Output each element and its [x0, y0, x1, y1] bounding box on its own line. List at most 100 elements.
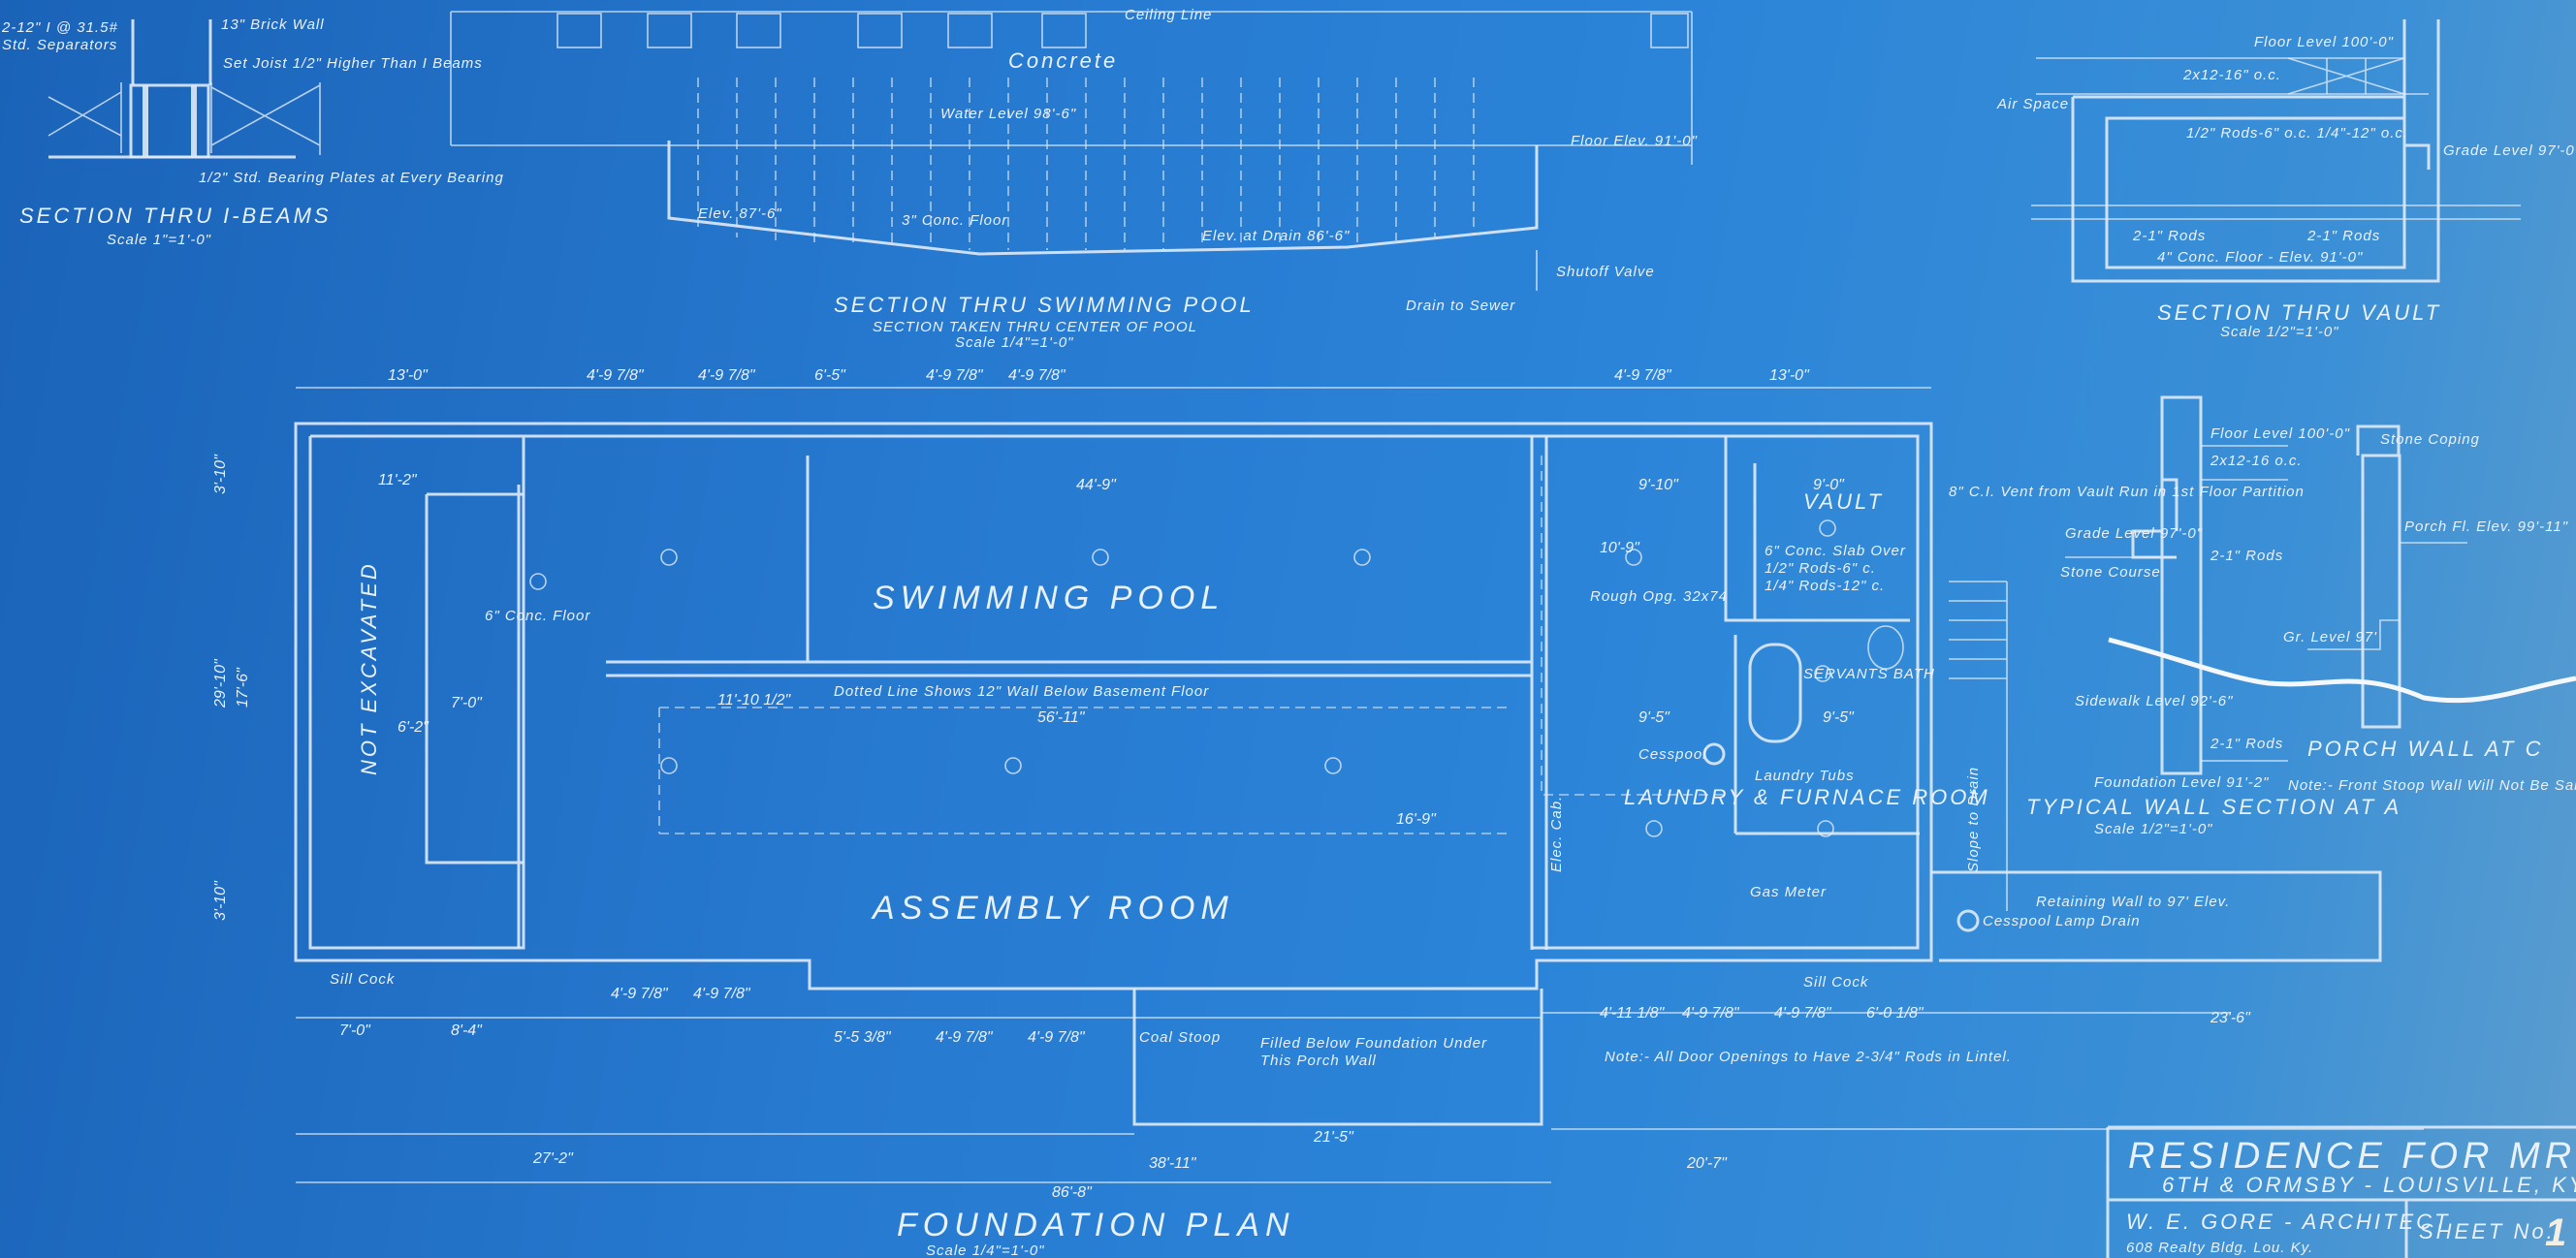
dimension-label: 4'-9 7/8": [698, 367, 756, 384]
dimension-label: 17'-6": [235, 667, 251, 708]
dimension-label: 9'-5": [1823, 709, 1855, 726]
vault-note: 2x12-16" o.c.: [2182, 67, 2281, 83]
plan-label: Gas Meter: [1750, 884, 1827, 900]
dimension-label: 4'-9 7/8": [1614, 367, 1672, 384]
room-label-servants-bath: SERVANTS BATH: [1803, 666, 1935, 682]
dimension-label: 56'-11": [1037, 709, 1086, 726]
porch-wall-title: PORCH WALL AT C: [2307, 737, 2543, 761]
vault-note: Floor Level 100'-0": [2254, 34, 2394, 50]
pool-section-title: SECTION THRU SWIMMING POOL: [834, 293, 1255, 317]
bottom-dimensions: 4'-9 7/8" 4'-9 7/8" 5'-5 3/8" 4'-9 7/8" …: [339, 986, 2251, 1201]
plan-note: Note:- All Door Openings to Have 2-3/4" …: [1605, 1049, 2012, 1065]
pool-section-scale: Scale 1/4"=1'-0": [955, 334, 1074, 351]
porch-note: Porch Fl. Elev. 99'-11": [2404, 519, 2568, 535]
dimension-label: 86'-8": [1052, 1184, 1093, 1201]
wall-note: 2-1" Rods: [2210, 736, 2283, 752]
porch-note: Note:- Front Stoop Wall Will Not Be Same…: [2288, 777, 2576, 794]
plan-label: Rough Opg. 32x74: [1590, 588, 1728, 605]
dimension-label: 3'-10": [212, 880, 229, 921]
dimension-label: 9'-0": [1813, 477, 1845, 493]
wall-note: Sidewalk Level 92'-6": [2075, 693, 2233, 709]
vault-section: Floor Level 100'-0" 2x12-16" o.c. Air Sp…: [1996, 19, 2576, 340]
architect-office: 608 Realty Bldg. Lou. Ky.: [2126, 1240, 2313, 1256]
ibeam-note: 2-12" I @ 31.5# Std. Separators: [2, 19, 118, 53]
ibeam-section-scale: Scale 1"=1'-0": [107, 232, 211, 248]
pool-note: Elev. 87'-6": [698, 205, 782, 222]
dimension-label: 4'-9 7/8": [1008, 367, 1066, 384]
dimension-label: 21'-5": [1313, 1129, 1354, 1146]
plan-label: 6" Conc. Floor: [485, 608, 590, 624]
plan-label: Sill Cock: [1803, 974, 1869, 991]
toilet-fixture: [1867, 625, 1904, 670]
dimension-label: 13'-0": [388, 367, 429, 384]
vault-section-scale: Scale 1/2"=1'-0": [2220, 324, 2339, 340]
ibeam-note: 13" Brick Wall: [221, 16, 325, 33]
project-address: 6TH & ORMSBY - LOUISVILLE, KY.: [2162, 1173, 2576, 1197]
dimension-label: 10'-9": [1600, 540, 1640, 556]
dimension-label: 16'-9": [1396, 811, 1437, 828]
cesspool-icon: [1702, 742, 1726, 766]
ibeam-note-wrap: 2-12" I @ 31.5# Std. Separators: [2, 19, 118, 53]
pool-note: Drain to Sewer: [1406, 298, 1515, 314]
cesspool-icon: [1956, 909, 1980, 932]
wall-note: 8" C.I. Vent from Vault Run in 1st Floor…: [1949, 484, 2305, 500]
architect-name: W. E. GORE - ARCHITECT: [2126, 1210, 2450, 1234]
dimension-label: 11'-2": [378, 472, 418, 488]
dimension-label: 8'-4": [451, 1022, 483, 1039]
pool-section: Ceiling Line Concrete Water Level 98'-6"…: [450, 7, 1698, 351]
dimension-label: 4'-9 7/8": [1774, 1005, 1832, 1022]
dimension-label: 4'-9 7/8": [926, 367, 984, 384]
dimension-label: 7'-0": [339, 1022, 371, 1039]
sheet-label: SHEET No.: [2419, 1219, 2556, 1243]
wall-note: Foundation Level 91'-2": [2094, 774, 2269, 791]
room-label-assembly-room: ASSEMBLY ROOM: [871, 890, 1234, 927]
wall-note: Floor Level 100'-0": [2210, 425, 2350, 442]
vault-note: 4" Conc. Floor - Elev. 91'-0": [2157, 249, 2363, 266]
dimension-label: 13'-0": [1769, 367, 1810, 384]
vault-note: Air Space: [1996, 96, 2069, 112]
room-label-laundry-furnace: LAUNDRY & FURNACE ROOM: [1624, 785, 1990, 809]
dimension-label: 4'-9 7/8": [1028, 1029, 1086, 1046]
plan-label: Filled Below Foundation Under This Porch…: [1260, 1035, 1488, 1069]
dimension-label: 4'-9 7/8": [587, 367, 645, 384]
dimension-label: 4'-9 7/8": [693, 986, 751, 1002]
vault-note: 2-1" Rods: [2132, 228, 2206, 244]
dimension-label: 20'-7": [1686, 1155, 1728, 1172]
dimension-label: 7'-0": [451, 695, 483, 711]
plan-label: Laundry Tubs: [1755, 768, 1855, 784]
dimension-label: 4'-9 7/8": [936, 1029, 994, 1046]
dimension-label: 38'-11": [1149, 1155, 1197, 1172]
pool-note: 3" Conc. Floor: [902, 212, 1007, 229]
dimension-label: 23'-6": [2210, 1010, 2251, 1026]
wall-note: 2-1" Rods: [2210, 548, 2283, 564]
pool-note: Shutoff Valve: [1556, 264, 1655, 280]
pool-note: Floor Elev. 91'-0": [1571, 133, 1698, 149]
plan-label-wrap: 6" Conc. Slab Over 1/2" Rods-6" c. 1/4" …: [1765, 543, 1906, 594]
ibeam-note: Set Joist 1/2" Higher Than I Beams: [223, 55, 483, 72]
project-title: RESIDENCE FOR MR. C. LEE COOK: [2128, 1136, 2576, 1177]
plan-label: Cesspool: [1638, 746, 1707, 763]
porch-note: Gr. Level 97': [2283, 629, 2377, 645]
wall-section-title: TYPICAL WALL SECTION AT A: [2026, 795, 2401, 819]
pool-note: Water Level 98'-6": [940, 106, 1076, 122]
room-label-not-excavated: NOT EXCAVATED: [357, 561, 381, 775]
inner-dimensions: 44'-9" 56'-11" 11'-10 1/2" 9'-10" 9'-0" …: [212, 454, 1855, 921]
dimension-label: 4'-9 7/8": [611, 986, 669, 1002]
pool-note: Concrete: [1008, 48, 1118, 73]
foundation-plan: SWIMMING POOL ASSEMBLY ROOM LAUNDRY & FU…: [212, 367, 2424, 1258]
bathtub-fixture: [1748, 643, 1802, 743]
light-fixture-icons: [529, 519, 1836, 837]
dimension-label: 6'-2": [398, 719, 429, 736]
dimension-label: 4'-11 1/8": [1600, 1005, 1666, 1022]
plan-label: 6" Conc. Slab Over 1/2" Rods-6" c. 1/4" …: [1765, 543, 1906, 594]
dimension-label: 6'-5": [814, 367, 846, 384]
plan-label: Elec. Cab.: [1548, 796, 1565, 872]
pool-section-subtitle: SECTION TAKEN THRU CENTER OF POOL: [873, 319, 1197, 335]
wall-note: Stone Course: [2060, 564, 2161, 581]
plan-label: Slope to Drain: [1965, 767, 1982, 872]
plan-label: Sill Cock: [330, 971, 396, 988]
pool-note: Ceiling Line: [1125, 7, 1212, 23]
paper-tear: [2108, 637, 2576, 704]
